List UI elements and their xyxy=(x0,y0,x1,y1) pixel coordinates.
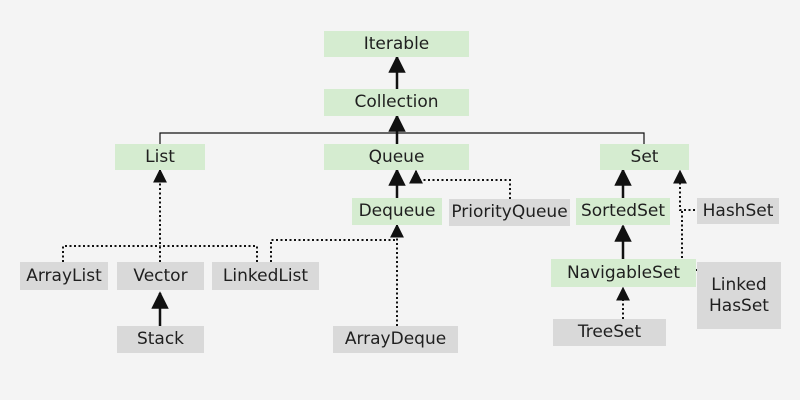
node-collection: Collection xyxy=(324,89,469,116)
node-dequeue: Dequeue xyxy=(352,198,442,225)
node-priorityqueue: PriorityQueue xyxy=(449,199,570,226)
edge-hashset-set xyxy=(673,169,695,211)
node-sortedset: SortedSet xyxy=(576,198,670,225)
node-arraylist: ArrayList xyxy=(20,262,108,290)
node-arraydeque: ArrayDeque xyxy=(333,326,458,353)
node-hashset: HashSet xyxy=(697,198,779,224)
node-treeset: TreeSet xyxy=(553,319,666,346)
node-set: Set xyxy=(600,144,689,170)
node-iterable: Iterable xyxy=(324,31,469,57)
edge-set-collection xyxy=(397,132,645,144)
edge-linkedlist-dequeue xyxy=(270,239,397,262)
edge-linkedlist-list xyxy=(160,245,258,262)
node-vector: Vector xyxy=(117,262,204,290)
edge-arraylist-list xyxy=(62,245,160,262)
node-queue: Queue xyxy=(324,144,469,170)
node-stack: Stack xyxy=(117,326,204,353)
edge-list-collection xyxy=(159,132,397,144)
node-linkedlist: LinkedList xyxy=(212,262,319,290)
node-linkedhashset: Linked HasSet xyxy=(697,262,781,329)
node-list: List xyxy=(115,144,205,170)
node-navigableset: NavigableSet xyxy=(551,259,696,287)
edge-priorityqueue-queue xyxy=(409,169,511,199)
